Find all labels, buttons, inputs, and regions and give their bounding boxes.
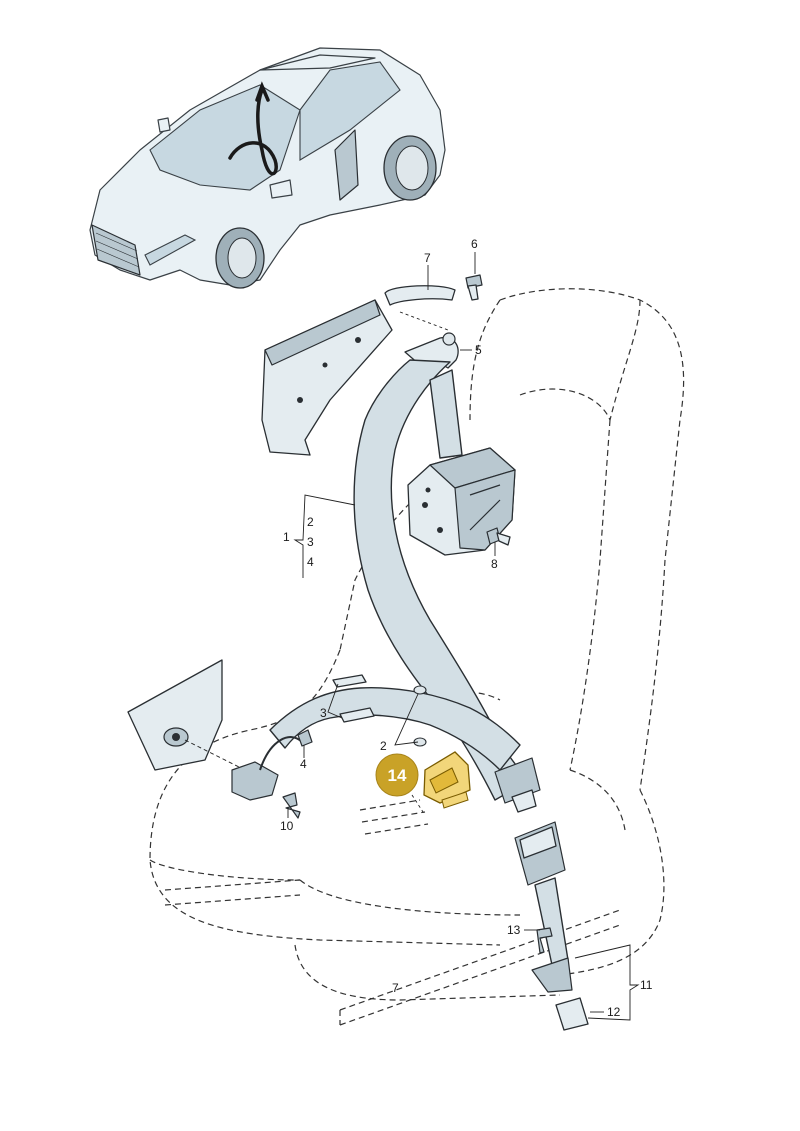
callout-4-top[interactable]: 4: [307, 555, 314, 569]
callout-6[interactable]: 6: [471, 237, 478, 251]
callout-7-top[interactable]: 7: [424, 251, 431, 265]
callout-11[interactable]: 11: [640, 978, 653, 992]
belt-route-arrow-icon: [228, 81, 278, 176]
bolt-13: [536, 927, 553, 954]
callout-4-lower[interactable]: 4: [300, 757, 307, 771]
bolt-10: [282, 792, 301, 819]
belt-anchor: [231, 761, 279, 801]
callout-3-top[interactable]: 3: [307, 535, 314, 549]
pillar-trim: [261, 299, 393, 456]
spacer-lower: [339, 707, 375, 723]
cover-cap: [384, 285, 456, 306]
callout-7-lower[interactable]: 7: [392, 981, 399, 995]
seat-belt-buckle: [514, 821, 589, 1031]
callout-10[interactable]: 10: [280, 819, 294, 833]
callout-8[interactable]: 8: [491, 557, 498, 571]
callout-14[interactable]: 14: [388, 766, 407, 785]
highlight-badge[interactable]: [375, 753, 419, 797]
callout-5[interactable]: 5: [475, 343, 482, 357]
callout-13[interactable]: 13: [507, 923, 521, 937]
leader-lines: [287, 252, 640, 1021]
belt-retractor: [407, 447, 516, 556]
callout-12[interactable]: 12: [607, 1005, 621, 1019]
callout-1[interactable]: 1: [283, 530, 290, 544]
bolt-8: [486, 527, 511, 546]
callout-2-lower[interactable]: 2: [380, 739, 387, 753]
spacer-upper: [332, 674, 367, 688]
callout-3-lower[interactable]: 3: [320, 706, 327, 720]
side-trim-plate: [127, 659, 223, 771]
callout-2-top[interactable]: 2: [307, 515, 314, 529]
bolt-6: [465, 274, 483, 301]
highlighted-part-14: [411, 751, 471, 816]
